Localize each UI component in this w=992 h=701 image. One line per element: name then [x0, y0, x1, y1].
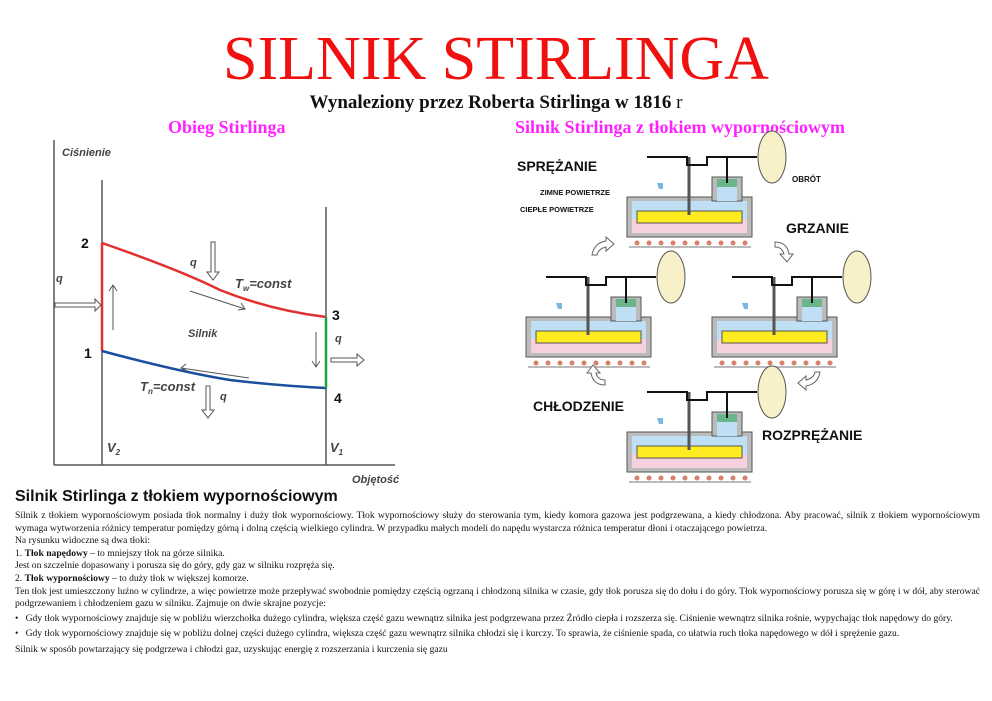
cycle-arrow-icon: [774, 241, 794, 263]
body-text: Silnik z tłokiem wypornościowym posiada …: [15, 510, 980, 657]
arrow-left: [180, 363, 250, 379]
arrow-heat-in: [54, 297, 102, 313]
isothermal-hot-curve: [101, 241, 327, 319]
paragraph: Silnik z tłokiem wypornościowym posiada …: [15, 510, 980, 534]
left-heading: Obieg Stirlinga: [168, 117, 286, 137]
point-3-label: 3: [332, 307, 340, 323]
engine-heating: [710, 249, 873, 369]
label-cold-air: ZIMNE POWIETRZE: [540, 188, 610, 197]
label-cooling: CHŁODZENIE: [533, 398, 624, 414]
section-heading: Silnik Stirlinga z tłokiem wypornościowy…: [15, 488, 338, 505]
cycle-arrow-icon: [797, 371, 821, 392]
tw-label: Tw=const: [235, 276, 292, 293]
arrow-up: [108, 284, 118, 330]
arrow-down: [311, 332, 321, 368]
cycle-arrow-icon: [586, 364, 606, 386]
right-heading: Silnik Stirlinga z tłokiem wypornościowy…: [515, 117, 846, 137]
y-axis-label: Ciśnienie: [62, 147, 111, 159]
list-item: 1. Tłok napędowy – to mniejszy tłok na g…: [15, 547, 225, 559]
paragraph: Na rysunku widoczne są dwa tłoki:: [15, 535, 151, 547]
bullet-item: • Gdy tłok wypornościowy znajduje się w …: [15, 612, 953, 624]
point-4-label: 4: [334, 390, 342, 406]
v1-label: V1: [330, 440, 344, 457]
list-item: 2. Tłok wypornościowy – to duży tłok w w…: [15, 572, 249, 584]
q-label: q: [335, 333, 342, 345]
q-label: q: [56, 273, 63, 285]
subtitle: Wynaleziony przez Roberta Stirlinga w 18…: [0, 92, 992, 114]
label-compression: SPRĘŻANIE: [517, 158, 597, 174]
paragraph: Ten tłok jest umieszczony luźno w cylind…: [15, 585, 980, 610]
paragraph: Silnik w sposób powtarzający się podgrze…: [15, 643, 448, 655]
label-heating: GRZANIE: [786, 220, 849, 236]
cycle-arrow-icon: [591, 235, 615, 256]
label-expansion: ROZPRĘŻANIE: [762, 427, 862, 443]
engine-expansion: [625, 364, 788, 484]
x-axis-label: Objętość: [352, 474, 400, 486]
subtitle-text: Wynaleziony przez Roberta Stirlinga w 18…: [309, 92, 672, 113]
bullet-item: • Gdy tłok wypornościowy znajduje się w …: [15, 628, 900, 640]
arrow-q-bottom: [201, 385, 215, 419]
arrow-right: [189, 290, 246, 311]
tn-label: Tn=const: [140, 379, 196, 396]
q-label: q: [220, 391, 227, 403]
paragraph: Jest on szczelnie dopasowany i porusza s…: [15, 560, 335, 572]
isothermal-cold-curve: [101, 349, 327, 390]
engine-compression: [625, 129, 788, 249]
point-1-label: 1: [84, 345, 92, 361]
pv-diagram: Ciśnienie Objętość q q q q Tw=const Tn=c…: [53, 140, 400, 486]
point-2-label: 2: [81, 235, 89, 251]
subtitle-suffix: r: [676, 92, 683, 113]
arrow-heat-out: [330, 352, 365, 368]
v2-label: V2: [107, 440, 121, 457]
label-rotation: OBRÓT: [792, 175, 821, 184]
engine-cooling: [524, 249, 687, 369]
engine-label: Silnik: [188, 328, 218, 340]
arrow-q-top: [206, 241, 220, 281]
label-warm-air: CIEPŁE POWIETRZE: [520, 205, 594, 214]
q-label: q: [190, 257, 197, 269]
engine-cycle-diagram: SPRĘŻANIE OBRÓT ZIMNE POWIETRZE CIEPŁE P…: [517, 129, 873, 484]
page-title: SILNIK STIRLINGA: [223, 25, 769, 93]
